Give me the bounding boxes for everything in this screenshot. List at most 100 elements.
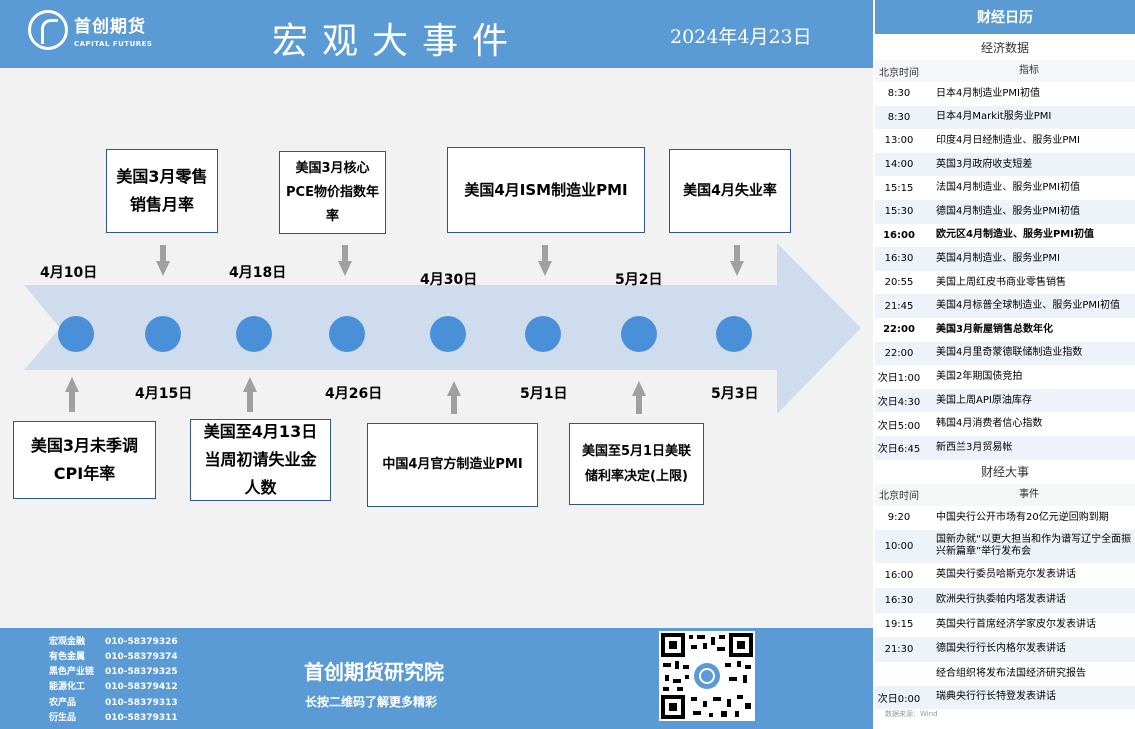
- contact-phone: 010-58379325: [105, 667, 178, 677]
- row-description: 英国3月政府收支短差: [936, 158, 1033, 170]
- contact-line: 能源化工 010-58379412: [49, 679, 178, 692]
- econ-section-title: 经济数据: [980, 40, 1029, 55]
- timeline-dot: [525, 316, 561, 352]
- date-label: 4月30日: [420, 272, 478, 288]
- up-arrow-icon: [447, 381, 461, 414]
- col-indicator-header: 指标: [1019, 65, 1039, 76]
- contact-phone: 010-58379326: [105, 637, 178, 647]
- table-row: 20:55 美国上周红皮书商业零售销售: [875, 271, 1135, 295]
- row-time: 15:30: [884, 206, 914, 218]
- main-panel: 首创期货 CAPITAL FUTURES 宏观大事件 2024年4月23日 4月…: [0, 0, 873, 729]
- date-label: 4月10日: [40, 265, 98, 281]
- row-time: 次日1:00: [877, 373, 921, 385]
- timeline-dot: [145, 316, 181, 352]
- timeline-dot: [621, 316, 657, 352]
- row-time: 次日0:00: [877, 693, 921, 705]
- slogan: 长按二维码了解更多精彩: [305, 695, 438, 709]
- table-row: 16:00 欧元区4月制造业、服务业PMI初值: [875, 224, 1135, 248]
- row-description: 日本4月Markit服务业PMI: [936, 111, 1052, 123]
- events-section-title: 财经大事: [980, 465, 1029, 479]
- row-time: 16:30: [884, 253, 914, 265]
- date-label: 4月18日: [229, 265, 287, 281]
- institute-name: 首创期货研究院: [304, 660, 444, 684]
- row-time: 22:00: [884, 347, 914, 359]
- row-description: 瑞典央行行长特登发表讲话: [936, 691, 1056, 702]
- row-time: 15:15: [884, 182, 914, 194]
- col-time-header: 北京时间: [879, 491, 919, 502]
- timeline-dot: [716, 316, 752, 352]
- row-description: 美国上周红皮书商业零售销售: [936, 276, 1066, 288]
- col-event-header: 事件: [1019, 488, 1039, 500]
- econ-column-header: 北京时间 指标: [875, 60, 1135, 82]
- row-description: 韩国4月消费者信心指数: [936, 418, 1043, 430]
- row-time: 21:30: [884, 643, 914, 655]
- row-description: 印度4月日经制造业、服务业PMI: [936, 134, 1080, 146]
- contact-dept: 有色金属: [49, 652, 86, 662]
- event-box: 美国3月未季调CPI年率: [13, 421, 156, 499]
- event-box: 美国至5月1日美联储利率决定(上限): [569, 423, 704, 505]
- contact-dept: 能源化工: [49, 682, 86, 692]
- contact-dept: 宏观金融: [49, 637, 86, 647]
- event-box: 中国4月官方制造业PMI: [367, 423, 538, 507]
- data-source: 数据来源：Wind: [885, 709, 938, 718]
- table-row: 21:45 美国4月标普全球制造业、服务业PMI初值: [875, 294, 1135, 318]
- row-time: 次日5:00: [877, 420, 921, 432]
- row-description: 美国4月标普全球制造业、服务业PMI初值: [936, 300, 1120, 312]
- page-title: 宏观大事件: [272, 21, 523, 62]
- row-description: 中国央行公开市场有20亿元逆回购到期: [936, 511, 1109, 523]
- row-description: 美国3月新屋销售总数年化: [936, 323, 1053, 335]
- row-time: 16:00: [883, 229, 915, 241]
- down-arrow-icon: [156, 245, 170, 276]
- logo-en-text: CAPITAL FUTURES: [74, 40, 153, 48]
- row-description: 欧元区4月制造业、服务业PMI初值: [936, 229, 1094, 241]
- contact-phone: 010-58379412: [105, 682, 178, 692]
- logo-cn-text: 首创期货: [74, 17, 146, 37]
- header-bar: 首创期货 CAPITAL FUTURES 宏观大事件 2024年4月23日: [0, 0, 873, 68]
- company-logo: 首创期货 CAPITAL FUTURES: [28, 10, 158, 54]
- row-description: 国新办就“以更大担当和作为谱写辽宁全面振兴新篇章”举行发布会: [936, 534, 1132, 557]
- table-row: 次日5:00 韩国4月消费者信心指数: [875, 412, 1135, 436]
- timeline-dot: [329, 316, 365, 352]
- contact-phone: 010-58379313: [105, 698, 178, 708]
- timeline-arrow: [24, 243, 861, 414]
- row-time: 10:00: [884, 540, 914, 552]
- timeline-dot: [58, 316, 94, 352]
- table-row: 次日0:00 瑞典央行行长特登发表讲话: [875, 685, 1135, 709]
- row-description: 美国上周API原油库存: [936, 394, 1032, 406]
- row-time: 21:45: [884, 300, 914, 312]
- date-label: 4月26日: [325, 386, 383, 402]
- timeline-dot: [236, 316, 272, 352]
- row-time: 16:30: [884, 594, 914, 606]
- date-label: 4月15日: [135, 386, 193, 402]
- col-time-header: 北京时间: [879, 67, 919, 79]
- date-label: 5月3日: [711, 386, 759, 402]
- event-box: 美国4月ISM制造业PMI: [447, 147, 645, 233]
- contact-line: 宏观金融 010-58379326: [49, 634, 178, 647]
- calendar-title: 财经日历: [875, 0, 1135, 34]
- qr-code-icon[interactable]: [659, 631, 755, 721]
- row-time: 19:15: [884, 619, 914, 630]
- row-description: 英国央行委员哈斯克尔发表讲话: [936, 569, 1076, 580]
- row-time: 20:55: [884, 277, 914, 289]
- up-arrow-icon: [65, 377, 79, 412]
- table-row: 经合组织将发布法国经济研究报告: [875, 662, 1135, 686]
- up-arrow-icon: [632, 381, 646, 414]
- row-description: 日本4月制造业PMI初值: [936, 87, 1040, 99]
